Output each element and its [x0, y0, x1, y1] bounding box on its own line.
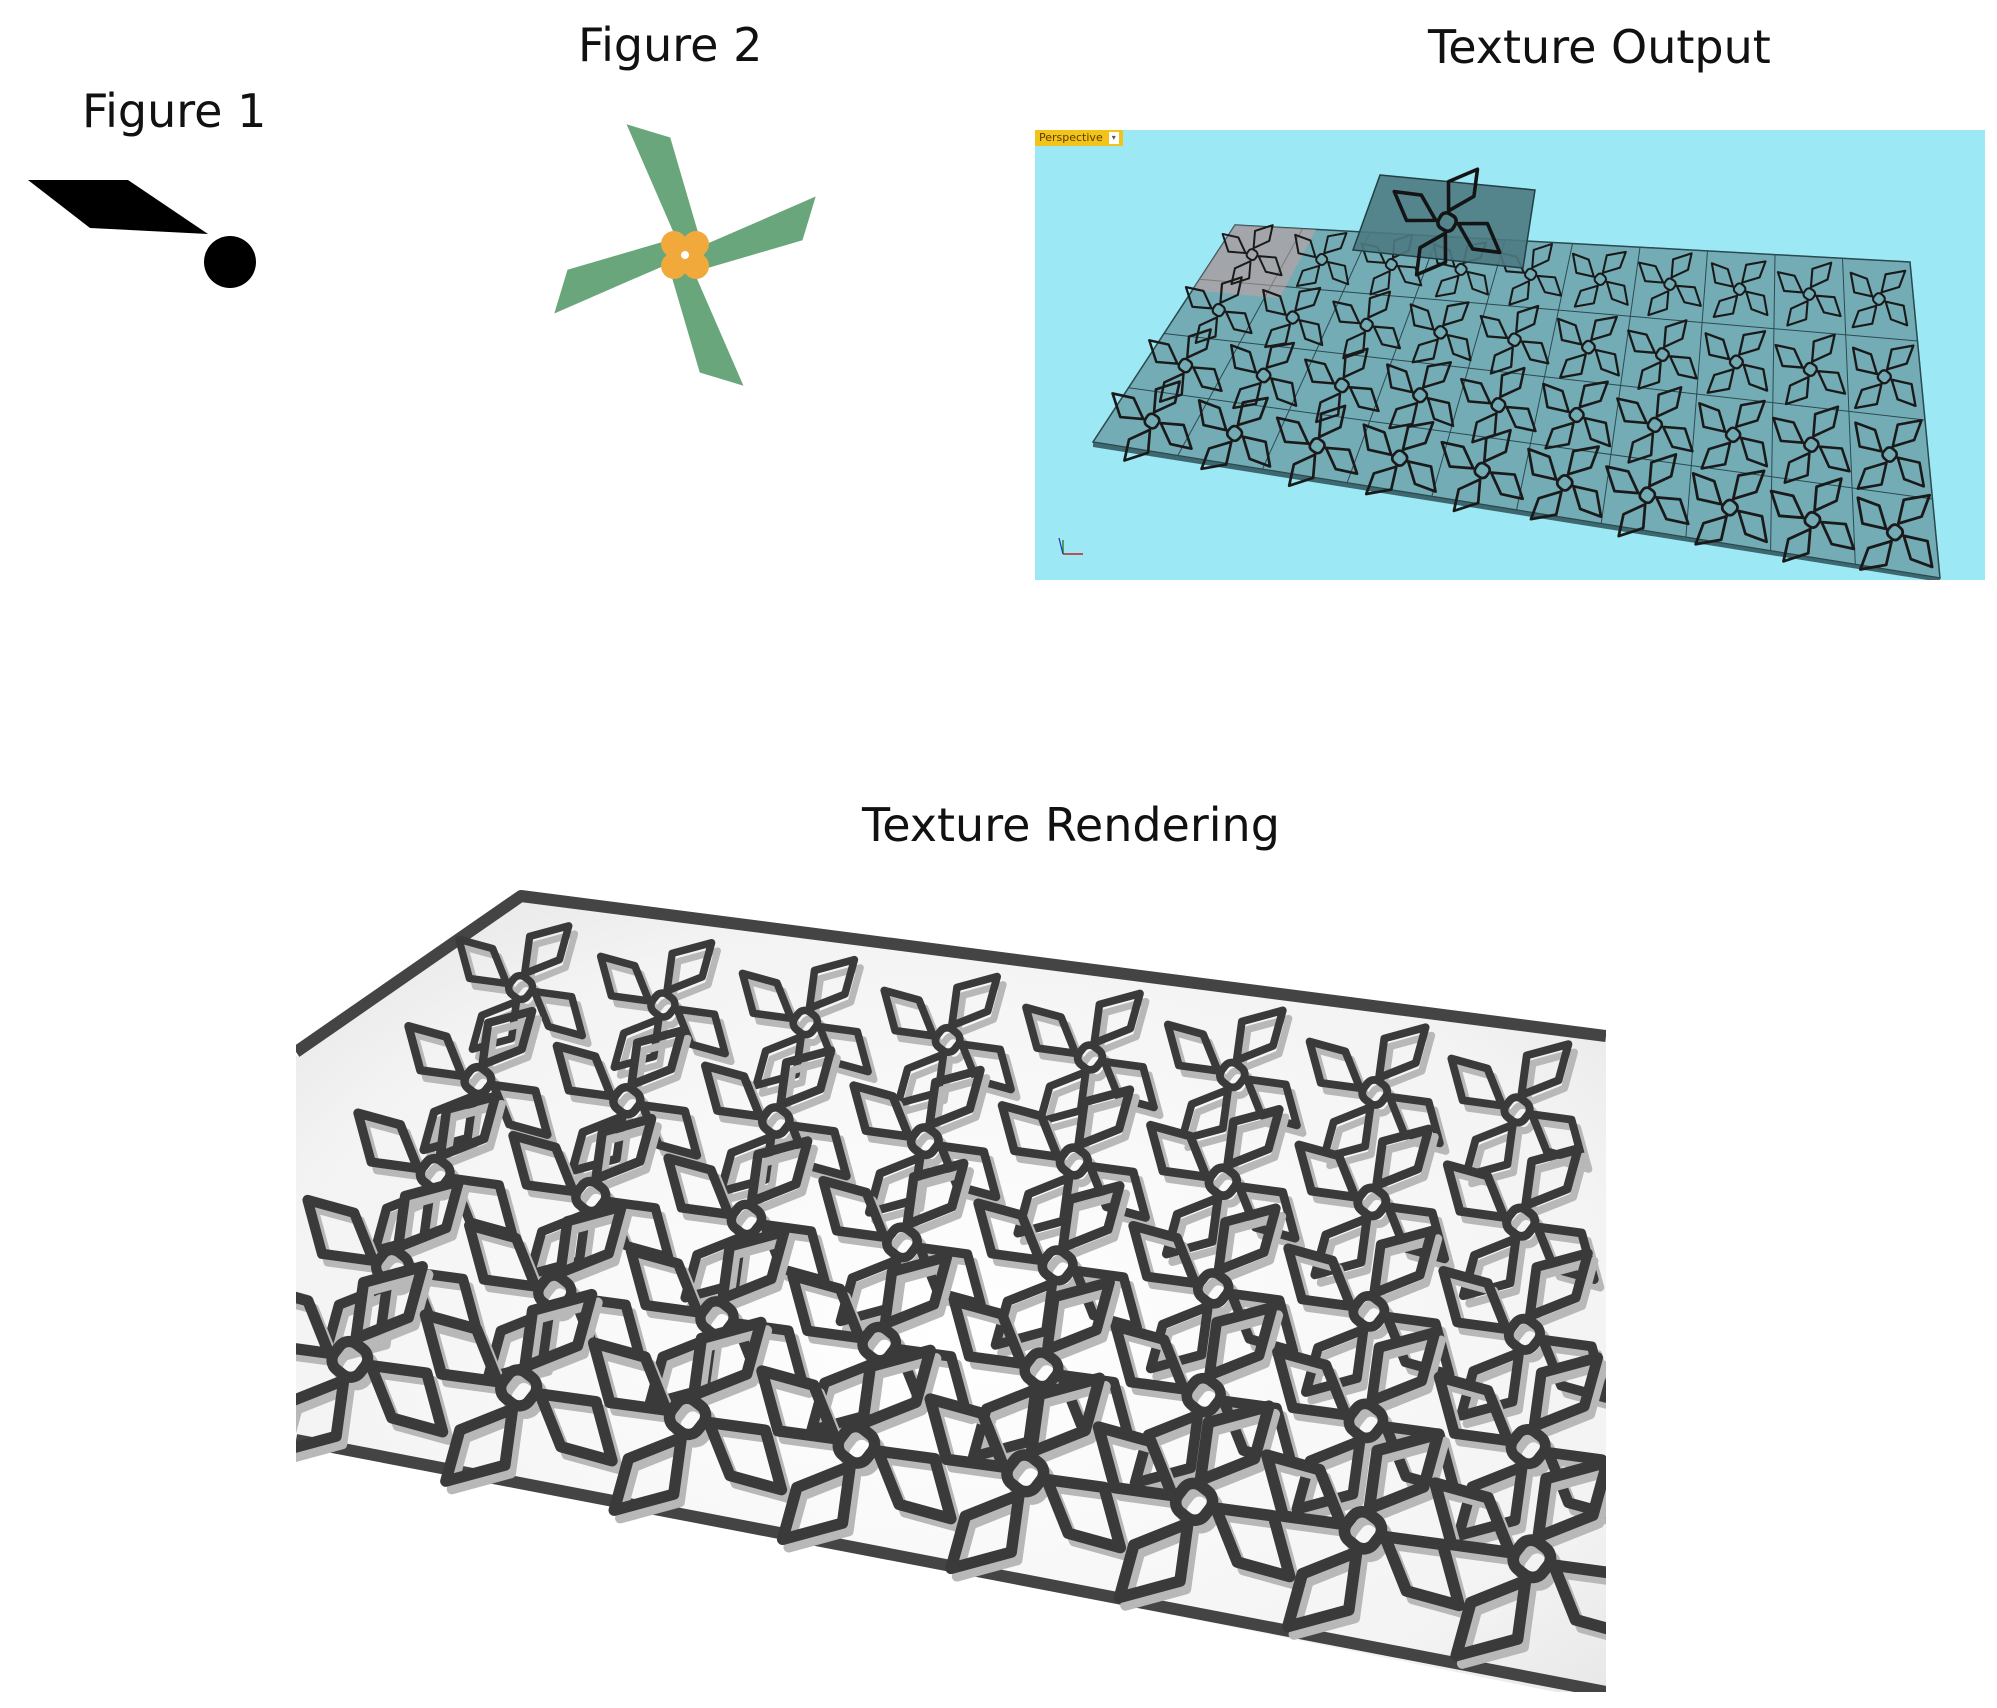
grid-motif	[1774, 333, 1847, 406]
axis-z	[1058, 537, 1064, 555]
rendered-motif	[404, 1006, 552, 1155]
grid-motif	[1229, 341, 1298, 410]
grid-motif	[1362, 420, 1437, 496]
viewport-tab-label: Perspective	[1039, 131, 1103, 144]
grid-motif	[1221, 224, 1283, 286]
grid-motif	[1527, 445, 1603, 521]
highlighted-tile	[1192, 225, 1316, 299]
blade-dot	[204, 236, 256, 288]
rendered-motif	[924, 1372, 1127, 1575]
grid-motif	[1440, 428, 1524, 513]
grid-motif	[1184, 276, 1253, 344]
rendered-motif	[880, 972, 1015, 1108]
grid-motif	[1769, 477, 1856, 563]
figure-2-caption: Figure 2	[578, 18, 763, 72]
rendered-motif	[1022, 989, 1158, 1126]
pinwheel-petal-2	[683, 231, 709, 257]
grid-motif	[1557, 315, 1620, 379]
rendered-motif	[997, 1085, 1150, 1238]
figure-2-pinwheel	[535, 110, 835, 400]
rendered-motif	[1429, 1456, 1606, 1662]
rendered-motif	[1092, 1400, 1296, 1604]
rendered-motif	[756, 1344, 957, 1546]
blade-parallelogram	[28, 180, 208, 234]
texture-output-caption: Texture Output	[1428, 20, 1771, 74]
grid-line	[1128, 387, 1933, 500]
grid-motif	[1386, 361, 1455, 430]
figure-1-caption: Figure 1	[82, 84, 267, 138]
grid-motif	[1275, 404, 1359, 488]
rendered-motif	[419, 1288, 618, 1487]
grid-motif	[1409, 301, 1472, 364]
rendered-motif	[1442, 1144, 1599, 1301]
rendered-motif	[1294, 1124, 1450, 1280]
grid-motif	[1148, 328, 1223, 403]
pinwheel-center	[681, 251, 689, 259]
grid-motif	[1460, 366, 1537, 444]
grid-motif	[1605, 452, 1690, 538]
pinwheel-blade-3	[554, 239, 670, 314]
texture-rendering-image	[296, 880, 1606, 1692]
viewport-tab[interactable]: Perspective ▾	[1035, 130, 1123, 146]
grid-motif	[1704, 330, 1769, 394]
grid-motif	[1710, 260, 1769, 318]
pinwheel-blade-1	[700, 196, 816, 271]
grid-motif	[1616, 386, 1694, 464]
pinwheel-blade-2	[669, 270, 744, 386]
grid-motif	[1776, 261, 1842, 327]
rendered-motif	[587, 1316, 788, 1516]
grid-motif	[1262, 286, 1324, 349]
rendered-motif	[296, 1261, 449, 1458]
grid-motif	[1851, 344, 1917, 410]
grid-motif	[1691, 469, 1768, 546]
rendered-motif	[1260, 1428, 1465, 1633]
perspective-viewport[interactable]: Perspective ▾	[1035, 130, 1985, 580]
pinwheel-blade-4	[626, 124, 701, 240]
grid-motif	[1197, 396, 1272, 471]
grid-motif	[1849, 269, 1909, 329]
grid-motif	[1856, 493, 1934, 571]
grid-motif	[1571, 250, 1629, 308]
pinwheel-petal-1	[661, 231, 687, 257]
texture-rendering-caption: Texture Rendering	[862, 798, 1280, 852]
chevron-down-icon[interactable]: ▾	[1108, 132, 1119, 144]
grid-motif	[1854, 419, 1926, 490]
figure-1-blade-shape	[20, 170, 270, 300]
plate-frame-top	[296, 890, 1606, 1057]
grid-motif	[1638, 252, 1702, 317]
grid-line	[1234, 224, 1911, 263]
grid-motif	[1627, 319, 1698, 390]
grid-motif	[1479, 304, 1550, 375]
grid-motif	[1111, 380, 1193, 462]
single-tile-motif	[1392, 167, 1502, 277]
pinwheel-petal-4	[683, 253, 709, 279]
grid-motif	[1772, 405, 1851, 484]
grid-motif	[1542, 380, 1612, 450]
grid-motif	[1698, 399, 1769, 470]
grid-motif	[1294, 232, 1350, 288]
grid-motif	[1332, 290, 1402, 360]
pinwheel-petal-3	[661, 253, 687, 279]
